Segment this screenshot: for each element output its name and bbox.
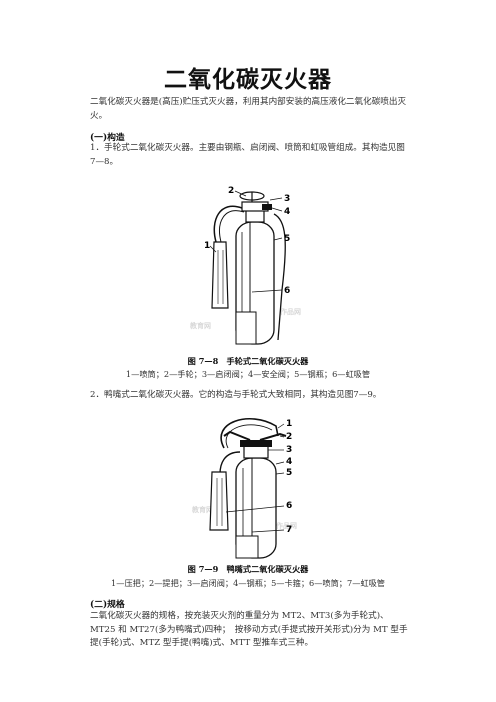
callout-1: 1 (286, 419, 292, 429)
figure-duckbill-extinguisher: 教育网 作品网 1 2 3 4 5 6 7 (191, 418, 297, 559)
callout-5: 5 (286, 468, 292, 478)
svg-text:教育网: 教育网 (190, 321, 211, 330)
callout-6: 6 (284, 286, 290, 296)
figure-legend-7-9: 1—压把；2—提把；3—启闭阀；4—钢瓶；5—卡箍；6—喷筒；7—虹吸管 (111, 578, 385, 588)
callout-1: 1 (204, 241, 210, 251)
callout-2: 2 (286, 432, 292, 442)
structure-item-1: 1．手轮式二氧化碳灭火器。主要由钢瓶、启闭阀、喷筒和虹吸管组成。其构造见图 7—… (90, 143, 405, 167)
structure-item-2: 2．鸭嘴式二氧化碳灭火器。它的构造与手轮式大致相同，其构造见图7—9。 (90, 390, 382, 400)
figure-caption-7-8: 图 7—8 手轮式二氧化碳灭火器 (187, 356, 309, 366)
callout-4: 4 (284, 207, 290, 217)
callout-4: 4 (286, 457, 292, 467)
figure-handwheel-extinguisher: 教育网 作品网 2 3 4 1 5 6 (190, 186, 301, 345)
callout-3: 3 (284, 194, 290, 204)
section-heading-specs: (二)规格 (90, 600, 125, 610)
section-heading-structure: (一)构造 (90, 133, 125, 143)
page-title: 二氧化碳灭火器 (164, 66, 332, 93)
svg-text:作品网: 作品网 (276, 521, 297, 530)
intro-paragraph: 二氧化碳灭火器是(高压)贮压式灭火器，利用其内部安装的高压液化二氧化碳喷出灭火。 (90, 97, 407, 121)
callout-2: 2 (228, 186, 234, 196)
figure-legend-7-8: 1—喷筒；2—手轮；3—启闭阀；4—安全阀；5—钢瓶；6—虹吸管 (125, 369, 371, 379)
callout-6: 6 (286, 501, 292, 511)
svg-text:教育网: 教育网 (191, 505, 213, 514)
figure-caption-7-9: 图 7—9 鸭嘴式二氧化碳灭火器 (187, 564, 309, 574)
callout-5: 5 (284, 234, 290, 244)
callout-7: 7 (286, 525, 292, 535)
callout-3: 3 (286, 445, 292, 455)
specs-paragraph: 二氧化碳灭火器的规格，按充装灭火剂的重量分为 MT2、MT3(多为手轮式)、MT… (90, 611, 408, 648)
svg-text:作品网: 作品网 (280, 307, 301, 316)
